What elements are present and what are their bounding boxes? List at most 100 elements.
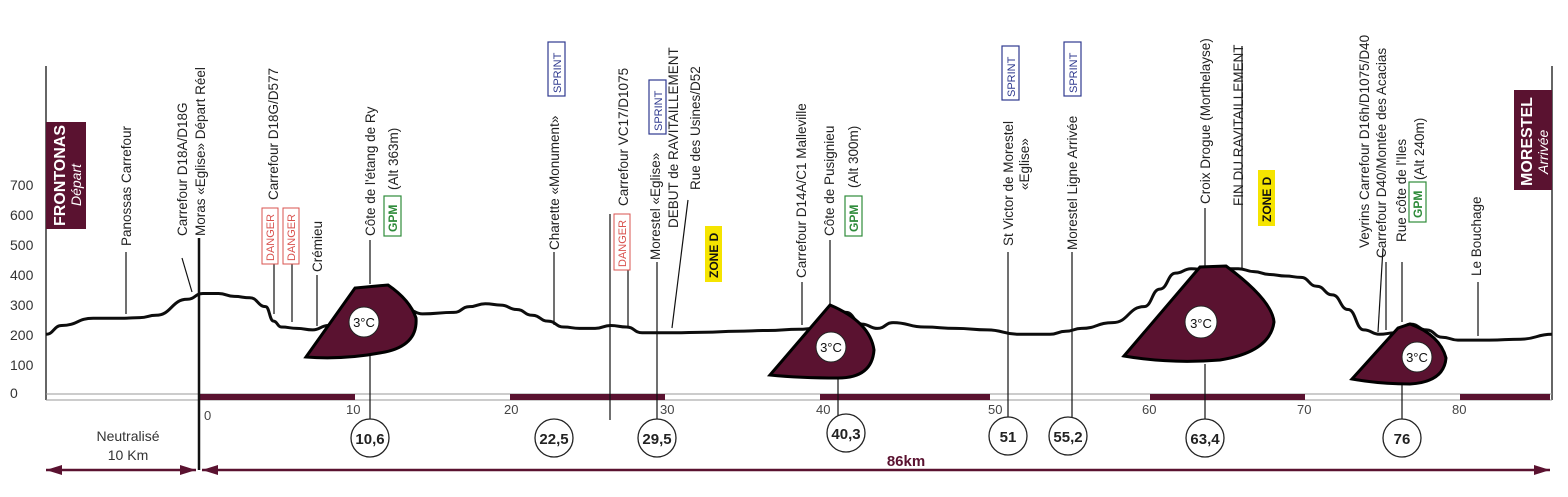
y-label: 500 xyxy=(10,237,34,253)
waypoint-label: Carrefour D14A/C1 Malleville xyxy=(794,103,809,278)
waypoint-label: Côte de l'étang de Ry xyxy=(363,106,378,236)
waypoint-label: Rue côte de l'Iles xyxy=(1394,139,1409,242)
finish-sub: Arrivée xyxy=(1535,129,1551,175)
waypoint-label: «Eglise» xyxy=(1017,138,1032,190)
climb-category-label: 3°C xyxy=(1190,316,1212,331)
zone-tag-label: ZONE D xyxy=(1260,176,1274,222)
waypoint-label: Panossas Carrefour xyxy=(119,125,134,246)
sprint-tag xyxy=(1001,45,1020,101)
y-label: 400 xyxy=(10,267,34,283)
x-label: 70 xyxy=(1297,402,1311,417)
waypoint-leaders xyxy=(125,46,1479,424)
waypoint-labels: Panossas Carrefour Carrefour D18A/D18G M… xyxy=(119,35,1484,278)
start-sub: Départ xyxy=(68,163,84,206)
y-label: 0 xyxy=(10,385,18,401)
zone-tag xyxy=(1258,170,1275,226)
waypoint-label: Carrefour D18G/D577 xyxy=(266,68,281,200)
km-bar-segment xyxy=(1460,394,1550,400)
x-label: 0 xyxy=(204,408,211,423)
distance-marker: 76 xyxy=(1394,431,1411,448)
zone-tags: ZONE D ZONE D xyxy=(705,170,1275,282)
x-label: 80 xyxy=(1452,402,1466,417)
waypoint-label: (Alt 240m) xyxy=(1412,118,1427,180)
finish-name: MORESTEL xyxy=(1519,97,1536,186)
waypoint-label: Carrefour VC17/D1075 xyxy=(616,68,631,206)
climb-3: 3°C xyxy=(1121,264,1276,363)
sprint-tag-label: SPRINT xyxy=(552,52,564,93)
zone-tag-label: ZONE D xyxy=(707,232,721,278)
climb-category-label: 3°C xyxy=(353,315,375,330)
gpm-tag xyxy=(1408,181,1427,223)
sprint-tag xyxy=(1063,41,1082,97)
waypoint-label: Côte de Pusignieu xyxy=(822,126,837,236)
x-axis-labels: 0 10 20 30 40 50 60 70 80 xyxy=(204,402,1466,423)
danger-tag xyxy=(261,207,279,265)
sprint-tag-label: SPRINT xyxy=(653,90,665,131)
danger-tag xyxy=(613,213,631,271)
km-bar-segment xyxy=(1150,394,1305,400)
waypoint-label: Rue des Usines/D52 xyxy=(688,66,703,190)
start-name: FRONTONAS xyxy=(52,125,69,226)
total-distance-arrow: 86km xyxy=(202,453,1550,475)
waypoint-label: Moras «Eglise» Départ Réel xyxy=(193,67,208,236)
km-bar-segment xyxy=(200,394,355,400)
waypoint-label: Veyrins Carrefour D16h/D1075/D40 xyxy=(1357,35,1372,248)
neutral-label-line1: Neutralisé xyxy=(96,428,159,444)
x-label: 10 xyxy=(346,402,360,417)
waypoint-label: FIN DU RAVITAILLEMENT xyxy=(1231,44,1246,206)
danger-tag-label: DANGER xyxy=(265,214,277,261)
waypoint-label: (Alt 300m) xyxy=(846,126,861,188)
distance-marker: 51 xyxy=(1000,429,1017,446)
distance-marker: 40,3 xyxy=(831,426,860,443)
neutral-zone: Neutralisé 10 Km xyxy=(46,428,196,475)
x-label: 40 xyxy=(816,402,830,417)
gpm-tag xyxy=(844,195,863,237)
danger-tags: DANGER DANGER DANGER xyxy=(261,207,631,271)
waypoint-label: St Victor de Morestel xyxy=(1001,121,1016,246)
climb-2: 3°C xyxy=(766,303,876,380)
danger-tag xyxy=(282,207,300,265)
gpm-tag-label: GPM xyxy=(386,205,400,232)
distance-marker: 29,5 xyxy=(642,431,671,448)
sprint-tag xyxy=(648,79,667,135)
danger-tag-label: DANGER xyxy=(617,220,629,267)
elevation-profile-line xyxy=(45,267,1553,342)
distance-marker: 63,4 xyxy=(1190,431,1220,448)
y-label: 100 xyxy=(10,357,34,373)
waypoint-label: DEBUT de RAVITAILLEMENT xyxy=(666,47,681,228)
waypoint-label: Croix Drogue (Morthelayse) xyxy=(1198,38,1213,204)
waypoint-label: Le Bouchage xyxy=(1469,196,1484,276)
climb-4: 3°C xyxy=(1349,322,1448,386)
total-distance-label: 86km xyxy=(887,453,925,470)
waypoint-label: Morestel Ligne Arrivée xyxy=(1065,116,1080,250)
waypoint-label: (Alt 363m) xyxy=(386,128,401,190)
km-bar-segment xyxy=(820,394,990,400)
finish-box: MORESTEL Arrivée xyxy=(1514,90,1552,190)
x-label: 20 xyxy=(504,402,518,417)
waypoint-label: Carrefour D40/Montée des Acacias xyxy=(1374,48,1389,258)
distance-marker: 55,2 xyxy=(1053,429,1082,446)
zone-tag xyxy=(705,226,722,282)
gpm-tags: GPM GPM GPM xyxy=(383,181,1427,237)
distance-markers: 10,6 22,5 29,5 40,3 51 55,2 63,4 76 xyxy=(350,413,1422,458)
distance-marker: 10,6 xyxy=(355,431,384,448)
waypoint-label: Crémieu xyxy=(310,221,325,272)
gpm-tag xyxy=(383,195,402,237)
waypoint-label: Charette «Monument» xyxy=(547,116,562,250)
waypoint-label: Morestel «Eglise» xyxy=(648,153,663,260)
climb-category-label: 3°C xyxy=(1406,350,1428,365)
sprint-tag xyxy=(547,41,566,97)
climb-1: 3°C xyxy=(303,283,418,360)
y-label: 600 xyxy=(10,207,34,223)
x-label: 50 xyxy=(988,402,1002,417)
neutral-label-line2: 10 Km xyxy=(108,447,148,463)
x-label: 60 xyxy=(1142,402,1156,417)
y-label: 300 xyxy=(10,297,34,313)
sprint-tag-label: SPRINT xyxy=(1068,52,1080,93)
y-label: 200 xyxy=(10,327,34,343)
danger-tag-label: DANGER xyxy=(286,214,298,261)
y-label: 700 xyxy=(10,177,34,193)
gpm-tag-label: GPM xyxy=(847,205,861,232)
